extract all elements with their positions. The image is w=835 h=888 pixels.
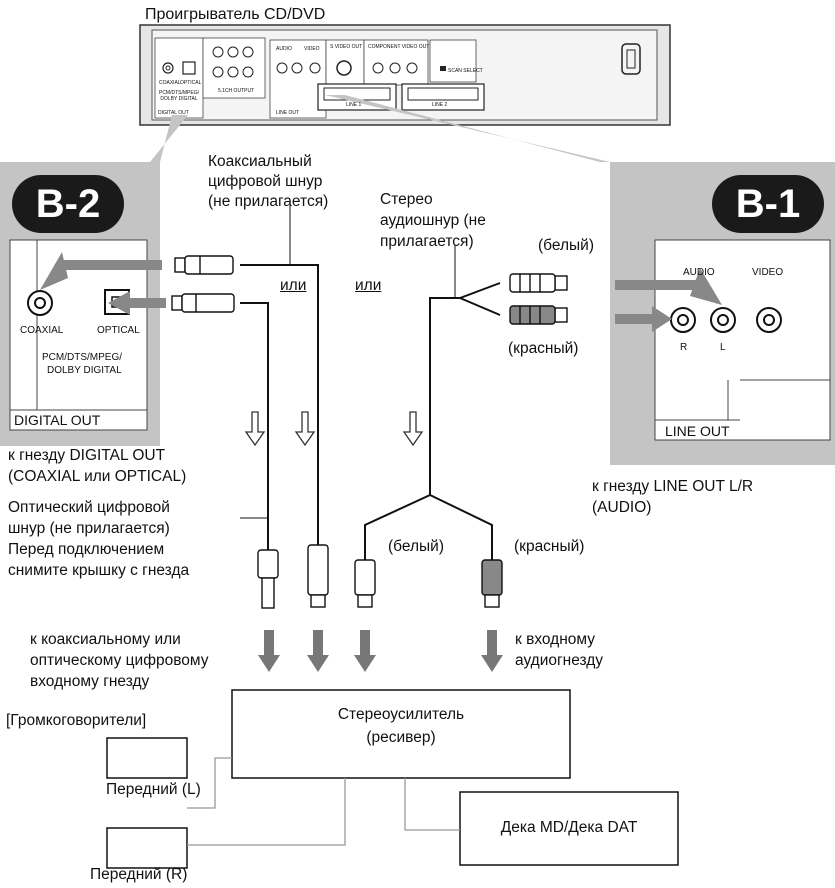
panel-51ch-label: 5.1CH OUTPUT [218, 88, 255, 94]
to-digital-out-1: к гнезду DIGITAL OUT [8, 447, 166, 464]
panel-line1-label: LINE 1 [346, 102, 362, 108]
cable-plugs-bottom [257, 544, 503, 609]
panel-digital-out-label: DIGITAL OUT [158, 110, 189, 116]
to-audio-input-1: к входному [515, 631, 595, 648]
cables [240, 200, 501, 585]
b2-optical-label: OPTICAL [97, 325, 140, 336]
to-line-out-1: к гнезду LINE OUT L/R [592, 478, 754, 495]
player-title: Проигрыватель CD/DVD [145, 6, 326, 23]
panel-line-out-label: LINE OUT [276, 110, 300, 116]
player-unit [139, 24, 671, 126]
optical-cable-3: Перед подключением [8, 541, 165, 558]
direction-arrows-hollow [244, 411, 424, 447]
red-label-top: (красный) [508, 340, 579, 357]
white-label-top: (белый) [538, 237, 594, 254]
panel-pcm-label: PCM/DTS/MPEG/ DOLBY DIGITAL [158, 90, 199, 102]
optical-cable-1: Оптический цифровой [8, 499, 170, 516]
b1-r-label: R [680, 342, 688, 353]
front-right-label: Передний (R) [90, 866, 188, 883]
speakers-label: [Громкоговорители] [6, 712, 147, 729]
panel-optical-label: OPTICAL [180, 80, 202, 86]
b2-coaxial-label: COAXIAL [20, 325, 64, 336]
b1-l-label: L [720, 342, 726, 353]
white-label-bottom: (белый) [388, 538, 444, 555]
to-line-out-2: (AUDIO) [592, 499, 652, 516]
b1-title: LINE OUT [665, 423, 730, 439]
b2-formats-line1: PCM/DTS/MPEG/ [42, 352, 123, 363]
panel-video-label: VIDEO [304, 46, 320, 52]
coax-cable-label-3: (не прилагается) [208, 193, 329, 210]
front-left-speaker [106, 737, 188, 779]
b1-badge: B-1 [712, 175, 824, 233]
amplifier-box [231, 689, 571, 779]
to-coax-input-2: оптическому цифровому [30, 652, 209, 669]
to-digital-out-2: (COAXIAL или OPTICAL) [8, 468, 187, 485]
panel-svideo-label: S VIDEO OUT [330, 44, 363, 50]
md-deck-box [459, 791, 679, 866]
coax-cable-label-1: Коаксиальный [208, 153, 312, 170]
panel-line2-label: LINE 2 [432, 102, 448, 108]
coax-cable-label-2: цифровой шнур [208, 173, 323, 190]
b1-insert-arrows [615, 268, 722, 332]
amplifier-label-2: (ресивер) [366, 729, 436, 746]
panel-coaxial-label: COAXIAL [159, 80, 181, 86]
red-label-bottom: (красный) [514, 538, 585, 555]
stereo-cable-label-2: аудиошнур (не [380, 212, 486, 229]
to-coax-input-3: входному гнезду [30, 673, 150, 690]
to-coax-input-1: к коаксиальному или [30, 631, 181, 648]
amp-connections [187, 757, 460, 846]
b2-formats-line2: DOLBY DIGITAL [47, 365, 122, 376]
panel-scan-select-label: SCAN SELECT [448, 68, 483, 74]
front-left-label: Передний (L) [106, 781, 201, 798]
optical-cable-4: снимите крышку с гнезда [8, 562, 190, 579]
cable-plugs-top [171, 255, 568, 325]
stereo-cable-label-3: прилагается) [380, 233, 474, 250]
amplifier-label-1: Стереоусилитель [337, 706, 465, 723]
panel-audio-label: AUDIO [276, 46, 292, 52]
digital-out-detail [9, 239, 148, 431]
b2-insert-arrows [40, 252, 166, 315]
optical-cable-2: шнур (не прилагается) [8, 520, 170, 537]
stereo-cable-label-1: Стерео [380, 191, 433, 208]
or-label-1: или [280, 277, 307, 294]
b2-title: DIGITAL OUT [14, 412, 101, 428]
direction-arrows-down [258, 630, 503, 672]
b1-video-label: VIDEO [752, 267, 784, 278]
panel-component-label: COMPONENT VIDEO OUT [368, 44, 430, 50]
md-deck-label: Дека MD/Дека DAT [500, 819, 638, 836]
line-out-detail [654, 239, 831, 441]
b1-audio-label: AUDIO [683, 267, 715, 278]
or-label-2: или [355, 277, 382, 294]
to-audio-input-2: аудиогнезду [515, 652, 604, 669]
b2-badge: B-2 [12, 175, 124, 233]
front-right-speaker [106, 827, 188, 869]
